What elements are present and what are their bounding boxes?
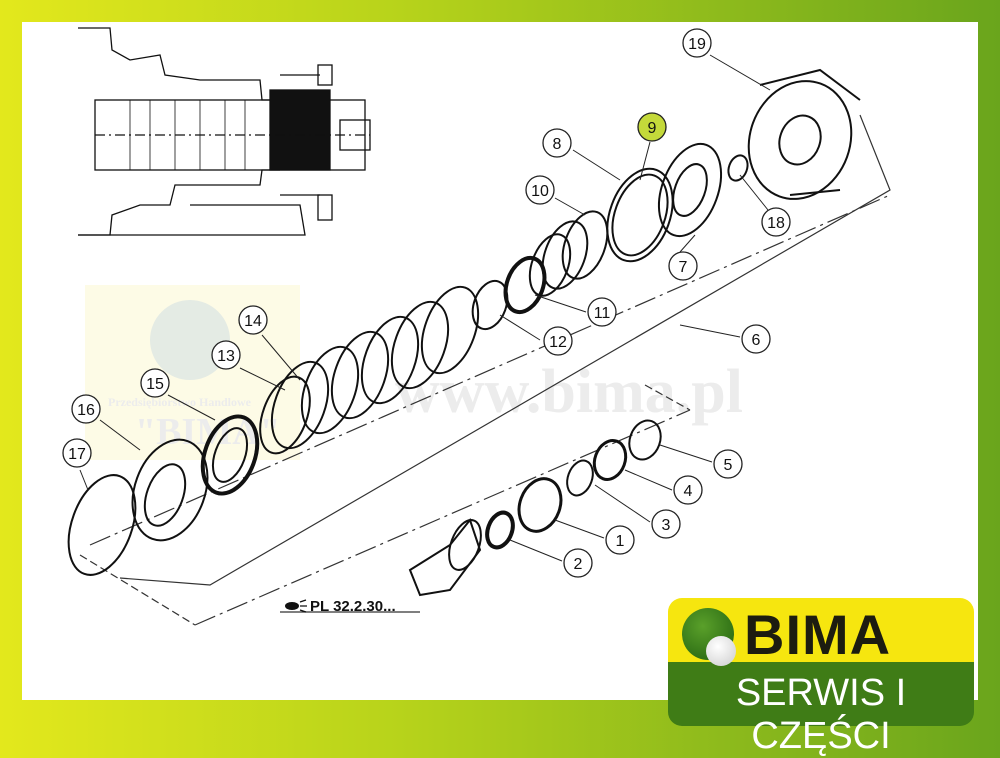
part-1-gear	[517, 477, 563, 533]
callout-circle	[543, 326, 573, 356]
callout-number: 5	[724, 457, 733, 474]
bima-logo: BIMA SERWIS I CZĘŚCI	[668, 598, 974, 757]
callout-1[interactable]: 1	[605, 525, 635, 555]
callout-circle	[605, 525, 635, 555]
callout-circle	[637, 112, 667, 142]
watermark-logo-ball	[150, 300, 230, 380]
callout-number: 18	[767, 215, 785, 232]
callout-9[interactable]: 9	[637, 112, 667, 142]
callout-4[interactable]: 4	[673, 475, 703, 505]
eye-icon	[285, 599, 307, 613]
cross-section-drawing	[78, 27, 371, 236]
callout-circle	[140, 368, 170, 398]
reference-label: PL 32.2.30...	[310, 598, 396, 615]
callout-16[interactable]: 16	[71, 394, 101, 424]
reference-link[interactable]: PL 32.2.30...	[285, 598, 396, 615]
callout-number: 11	[594, 305, 611, 322]
callout-11[interactable]: 11	[587, 297, 617, 327]
part-10-springs	[528, 210, 609, 297]
callout-number: 9	[648, 120, 657, 137]
callout-number: 2	[574, 556, 583, 573]
callout-circle	[211, 340, 241, 370]
part-4-bearing	[592, 439, 628, 481]
callout-circle	[741, 324, 771, 354]
callout-number: 8	[553, 136, 562, 153]
callout-18[interactable]: 18	[761, 207, 791, 237]
part-15-hub	[200, 414, 260, 496]
callout-number: 10	[531, 183, 549, 200]
watermark-company-line: Przedsiębiorstwo Handlowe	[108, 395, 252, 409]
part-18-ring	[727, 154, 749, 182]
callout-circle	[525, 175, 555, 205]
callout-circle	[62, 438, 92, 468]
part-2-bearing	[485, 510, 515, 550]
part-19-housing	[747, 68, 861, 200]
callout-circle	[542, 128, 572, 158]
callout-circle	[682, 28, 712, 58]
logo-tagline: SERWIS I CZĘŚCI	[735, 672, 907, 757]
callout-circle	[71, 394, 101, 424]
callout-circle	[563, 548, 593, 578]
callout-3[interactable]: 3	[651, 509, 681, 539]
callout-circle	[587, 297, 617, 327]
callout-12[interactable]: 12	[543, 326, 573, 356]
logo-name: BIMA	[744, 603, 892, 666]
callout-circle	[668, 251, 698, 281]
callout-number: 13	[217, 348, 235, 365]
shaft	[408, 517, 482, 597]
callout-circle	[713, 449, 743, 479]
part-16-plate	[131, 438, 209, 542]
callout-number: 4	[684, 483, 693, 500]
callout-10[interactable]: 10	[525, 175, 555, 205]
callout-13[interactable]: 13	[211, 340, 241, 370]
leader-lines	[79, 54, 771, 562]
callout-number: 15	[146, 376, 164, 393]
callout-number: 14	[244, 313, 262, 330]
callout-14[interactable]: 14	[238, 305, 268, 335]
callout-number: 3	[662, 517, 671, 534]
callout-19[interactable]: 19	[682, 28, 712, 58]
part-7-piston	[657, 142, 723, 238]
callout-number: 19	[688, 36, 706, 53]
callout-5[interactable]: 5	[713, 449, 743, 479]
assembly-axis-lines	[79, 114, 891, 626]
watermark-url: www.bima.pl	[395, 358, 743, 426]
callout-number: 17	[68, 446, 86, 463]
callout-circle	[651, 509, 681, 539]
callout-7[interactable]: 7	[668, 251, 698, 281]
callout-number: 16	[77, 402, 95, 419]
part-8-seal	[606, 167, 674, 263]
callout-number: 7	[679, 259, 688, 276]
part-11-washer	[503, 255, 547, 315]
parts	[67, 68, 861, 597]
callout-15[interactable]: 15	[140, 368, 170, 398]
callout-17[interactable]: 17	[62, 438, 92, 468]
part-17-circlip	[67, 474, 137, 576]
callout-number: 6	[752, 332, 761, 349]
part-3-ring	[566, 459, 594, 497]
part-clutch-discs	[259, 285, 480, 455]
callout-circle	[673, 475, 703, 505]
callout-6[interactable]: 6	[741, 324, 771, 354]
callout-2[interactable]: 2	[563, 548, 593, 578]
callout-8[interactable]: 8	[542, 128, 572, 158]
callout-circle	[238, 305, 268, 335]
callout-circle	[761, 207, 791, 237]
callout-number: 12	[549, 334, 567, 351]
callout-number: 1	[616, 533, 625, 550]
part-5-washer	[628, 419, 662, 461]
